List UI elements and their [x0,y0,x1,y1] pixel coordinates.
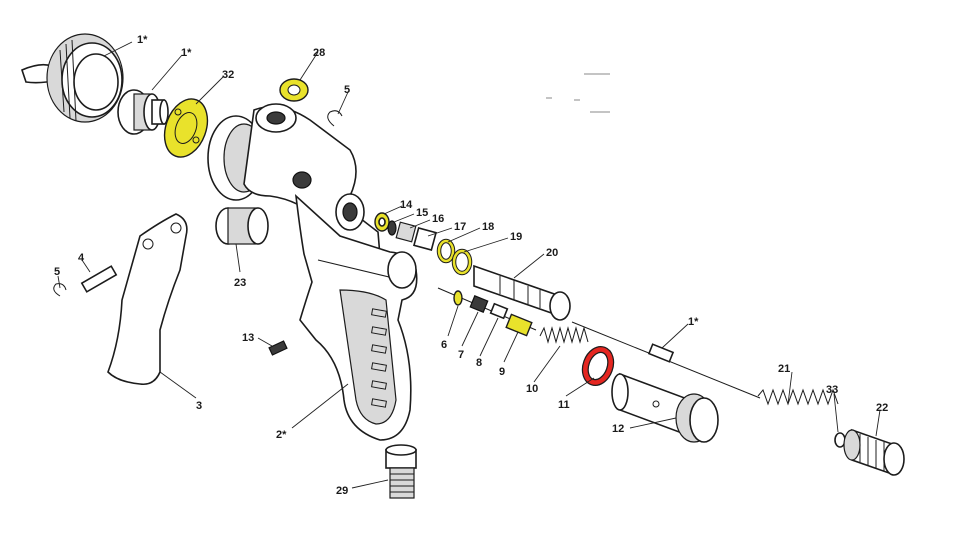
trigger-pin-part [80,265,118,293]
label-17: 17 [454,221,466,233]
gun-body-part [207,103,418,441]
label-5-left: 5 [54,266,60,278]
label-28: 28 [313,47,325,59]
label-3: 3 [196,400,202,412]
red-o-ring-part [581,346,615,386]
label-1-air-cap: 1* [137,34,148,46]
label-10: 10 [526,383,538,395]
valve-parts-6-10 [437,287,589,344]
part-labels: 1* 1* 32 28 5 14 15 16 17 18 19 20 23 4 … [54,34,888,497]
end-knob-part [843,428,905,476]
label-22: 22 [876,402,888,414]
label-9: 9 [499,366,505,378]
leader-lines [57,41,881,489]
label-11: 11 [558,399,570,411]
label-15: 15 [416,207,428,219]
label-5-top: 5 [344,84,350,96]
adjuster-knob-part [215,207,269,245]
label-2-body: 2* [276,429,287,441]
nozzle-part [117,89,169,135]
label-14: 14 [400,199,413,211]
label-21: 21 [778,363,790,375]
label-33: 33 [826,384,838,396]
air-distributor-part [163,98,209,158]
label-19: 19 [510,231,522,243]
label-8: 8 [476,357,482,369]
ring-part-28 [279,78,309,102]
needle-housing-part [473,264,571,321]
label-20: 20 [546,247,558,259]
label-12: 12 [612,423,624,435]
label-4: 4 [78,252,85,264]
needle-spring-part [757,388,839,406]
trigger-part [107,213,188,386]
screw-part [268,340,288,356]
label-6: 6 [441,339,447,351]
label-16: 16 [432,213,444,225]
needle-adjuster-part [611,372,719,443]
packing-parts-14-17 [374,212,438,252]
fluid-needle-part [571,321,761,399]
label-7: 7 [458,349,464,361]
label-32: 32 [222,69,234,81]
label-13: 13 [242,332,254,344]
air-inlet-fitting-part [385,444,417,499]
label-1-needle: 1* [688,316,699,328]
label-18: 18 [482,221,494,233]
faint-marks [546,73,610,113]
o-rings-18-19 [436,238,473,276]
label-1-nozzle: 1* [181,47,192,59]
clip-part-top [327,110,343,127]
clip-part-left [53,283,67,297]
label-29: 29 [336,485,348,497]
air-cap-ring-part [21,33,124,123]
label-23: 23 [234,277,246,289]
